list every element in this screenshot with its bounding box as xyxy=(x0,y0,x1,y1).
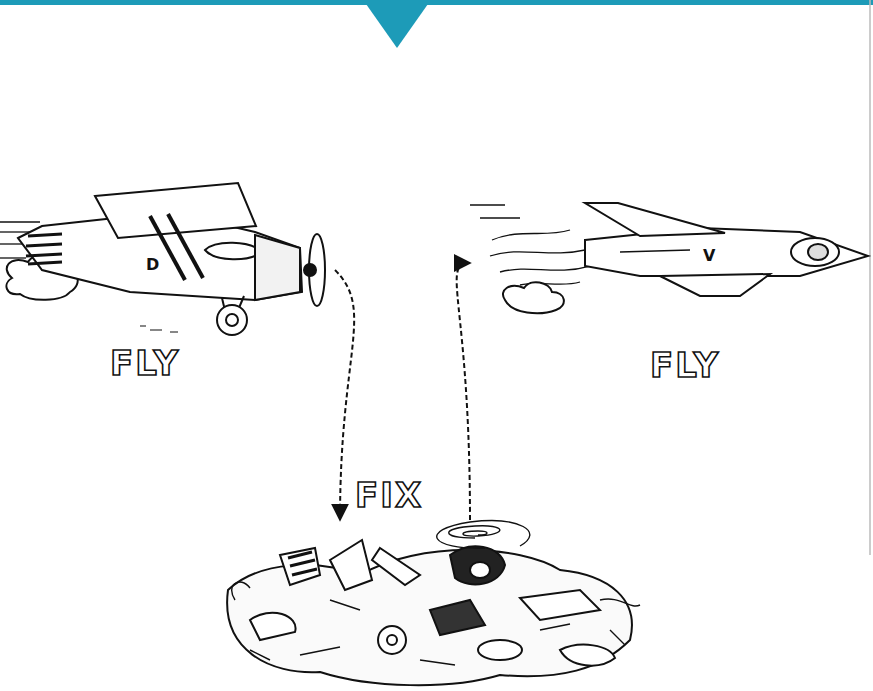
top-bar xyxy=(0,0,873,5)
stage-label: FLY xyxy=(110,343,180,383)
wreckage xyxy=(227,521,640,685)
jet-plane xyxy=(470,203,868,313)
top-triangle xyxy=(366,4,428,48)
dashed-arrow xyxy=(335,270,354,520)
fuselage-letter: D xyxy=(146,256,159,274)
stage-area: FLY xyxy=(470,185,870,385)
propeller-plane xyxy=(0,183,325,335)
stage-label: FLY xyxy=(650,345,720,385)
stage-area: FLY xyxy=(0,175,335,385)
fuselage-letter: V xyxy=(703,247,715,265)
edge-line xyxy=(869,0,871,555)
stage-area: FIX xyxy=(215,520,635,691)
dashed-arrow xyxy=(457,263,470,520)
stage-label: FIX xyxy=(355,475,423,515)
